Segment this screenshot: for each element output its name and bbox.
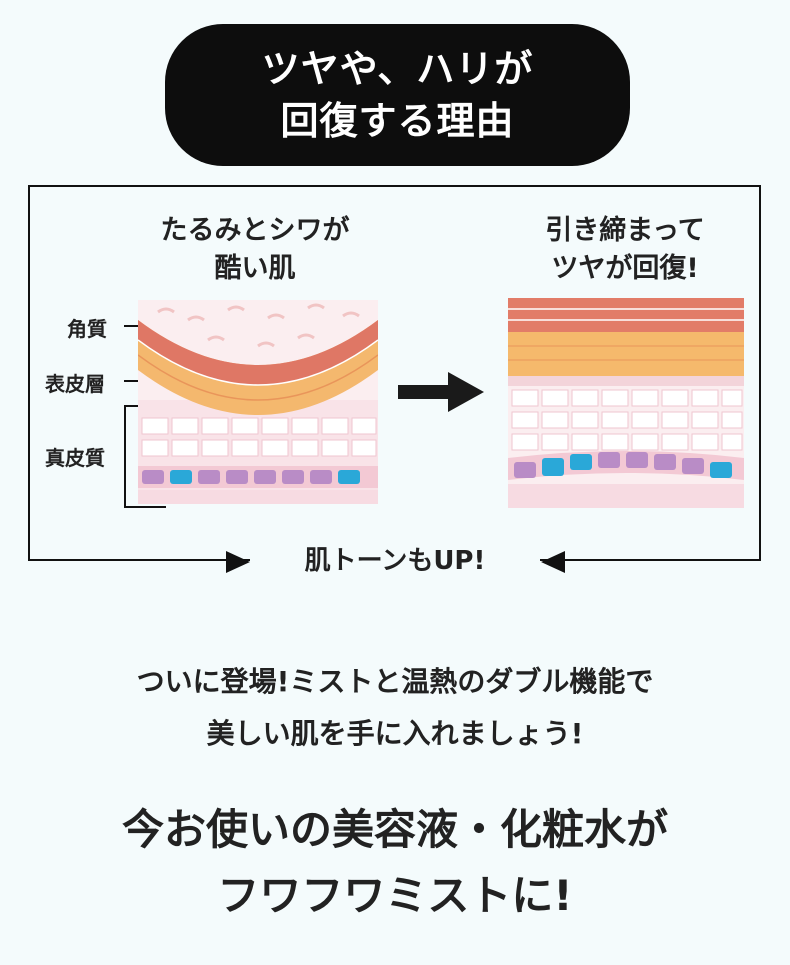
arrow-right-icon	[226, 551, 250, 573]
label-stratum-corneum: 角質	[67, 317, 107, 341]
banner-backdrop	[250, 541, 540, 581]
right-panel-caption: 引き締まって ツヤが回復!	[500, 212, 750, 288]
transition-arrow-icon	[398, 372, 484, 412]
right-caption-line-2: ツヤが回復!	[551, 253, 699, 284]
left-caption-line-1: たるみとシワが	[160, 215, 350, 246]
intro-line-2: 美しい肌を手に入れましょう!	[206, 717, 584, 750]
label-dermis: 真皮質	[45, 446, 105, 470]
title-line-1: ツヤや、ハリが	[261, 47, 534, 91]
intro-line-1: ついに登場!ミストと温熱のダブル機能で	[136, 665, 654, 698]
label-epidermis: 表皮層	[45, 372, 105, 396]
title-pill: ツヤや、ハリが 回復する理由	[165, 24, 630, 166]
left-caption-line-2: 酷い肌	[214, 253, 296, 284]
title-line-2: 回復する理由	[280, 99, 515, 143]
sagging-skin-illustration	[138, 300, 378, 504]
left-panel-caption: たるみとシワが 酷い肌	[130, 212, 380, 288]
arrow-left-icon	[541, 551, 565, 573]
skin-tone-banner: 肌トーンもUP!	[304, 546, 486, 576]
headline-line-2: フワフワミストに!	[217, 871, 573, 920]
right-caption-line-1: 引き締まって	[545, 215, 705, 246]
firm-skin-illustration	[508, 298, 744, 508]
headline-line-1: 今お使いの美容液・化粧水が	[121, 805, 668, 854]
